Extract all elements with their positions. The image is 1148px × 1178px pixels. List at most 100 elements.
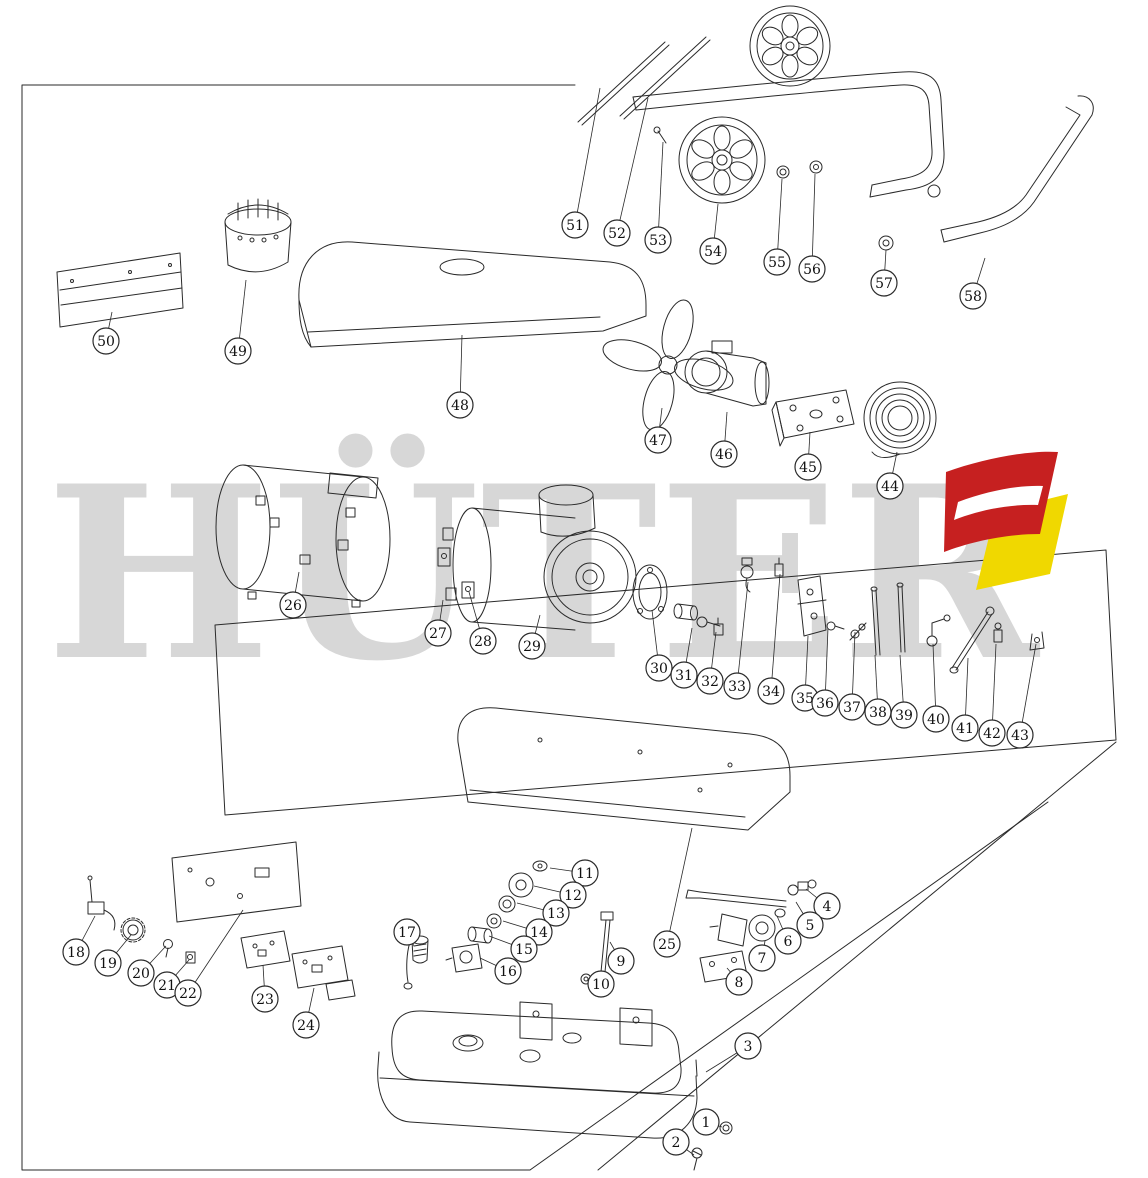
axle-rods	[577, 36, 711, 126]
huter-logo	[944, 451, 1068, 590]
svg-text:46: 46	[715, 447, 733, 463]
rod-39	[896, 582, 906, 653]
svg-text:35: 35	[796, 691, 814, 707]
svg-text:47: 47	[649, 433, 667, 449]
svg-text:23: 23	[256, 992, 274, 1008]
leader-line-25	[666, 827, 693, 945]
fuel-tank	[377, 1001, 698, 1139]
solenoid-pump	[709, 913, 776, 947]
callout-12: 12	[559, 881, 587, 909]
louver-panel	[56, 252, 184, 328]
callout-31: 31	[670, 661, 698, 689]
callout-47: 47	[644, 426, 672, 454]
axle-washers	[776, 160, 823, 179]
control-knob	[120, 917, 146, 943]
callout-50: 50	[92, 327, 120, 355]
leader-line-51	[574, 87, 601, 226]
svg-text:40: 40	[927, 712, 945, 728]
svg-text:4: 4	[823, 899, 832, 915]
fan	[602, 299, 734, 431]
callout-34: 34	[757, 677, 785, 705]
callout-22: 22	[174, 979, 202, 1007]
callout-36: 36	[811, 689, 839, 717]
mount-brackets	[437, 547, 475, 599]
cap-nut	[878, 235, 894, 251]
leader-line-33	[736, 581, 749, 687]
clip-34	[774, 557, 784, 577]
svg-text:25: 25	[658, 937, 676, 953]
svg-text:2: 2	[672, 1135, 681, 1151]
callout-26: 26	[279, 591, 307, 619]
svg-text:56: 56	[803, 262, 821, 278]
svg-text:7: 7	[758, 951, 767, 967]
svg-text:33: 33	[728, 679, 746, 695]
pump-parts-stack	[445, 860, 548, 973]
fuel-pickup-tube	[580, 911, 614, 985]
svg-text:3: 3	[744, 1039, 753, 1055]
svg-text:53: 53	[649, 233, 667, 249]
rod-38	[870, 586, 881, 656]
drain-washer	[719, 1121, 733, 1135]
svg-text:58: 58	[964, 289, 982, 305]
callout-44: 44	[876, 472, 904, 500]
callout-8: 8	[725, 968, 753, 996]
cotter-pin	[653, 126, 667, 144]
svg-text:18: 18	[67, 945, 85, 961]
pcb-small	[240, 930, 291, 969]
callout-53: 53	[644, 226, 672, 254]
combustion-chamber	[442, 484, 637, 631]
svg-text:14: 14	[530, 925, 548, 941]
svg-text:26: 26	[284, 598, 302, 614]
svg-text:55: 55	[768, 255, 786, 271]
callout-37: 37	[838, 693, 866, 721]
callout-46: 46	[710, 440, 738, 468]
svg-text:21: 21	[158, 978, 176, 994]
callout-20: 20	[127, 959, 155, 987]
svg-text:50: 50	[97, 334, 115, 350]
callout-41: 41	[951, 714, 979, 742]
svg-text:54: 54	[704, 244, 722, 260]
photocell	[740, 557, 754, 593]
svg-text:51: 51	[566, 218, 584, 234]
svg-text:38: 38	[869, 705, 887, 721]
leader-line-56	[811, 173, 816, 270]
callout-5: 5	[796, 911, 824, 939]
svg-text:8: 8	[735, 975, 744, 991]
svg-text:29: 29	[523, 639, 541, 655]
fuel-line-41	[949, 606, 995, 674]
svg-text:22: 22	[179, 986, 197, 1002]
line-art	[56, 5, 1094, 1171]
callout-45: 45	[794, 453, 822, 481]
svg-text:9: 9	[617, 954, 626, 970]
callout-55: 55	[763, 248, 791, 276]
svg-text:6: 6	[784, 934, 793, 950]
svg-text:16: 16	[499, 964, 517, 980]
burner-gun	[685, 879, 817, 918]
svg-text:48: 48	[451, 398, 469, 414]
leader-line-42	[991, 643, 997, 734]
callout-25: 25	[653, 930, 681, 958]
callout-27: 27	[424, 619, 452, 647]
leader-line-53	[657, 141, 664, 241]
svg-text:15: 15	[515, 942, 533, 958]
motor-bracket	[771, 389, 855, 447]
gasket-ring	[632, 564, 668, 620]
svg-text:12: 12	[564, 888, 582, 904]
callout-51: 51	[561, 211, 589, 239]
callout-15: 15	[510, 935, 538, 963]
elbow-fitting-40	[926, 614, 951, 647]
callout-52: 52	[603, 219, 631, 247]
callout-21: 21	[153, 971, 181, 999]
burner-crown	[224, 198, 292, 273]
logo-white-slice	[954, 485, 1043, 520]
callout-7: 7	[748, 944, 776, 972]
leader-line-52	[616, 97, 649, 234]
callout-30: 30	[645, 654, 673, 682]
svg-text:57: 57	[875, 276, 893, 292]
callout-10: 10	[587, 970, 615, 998]
wheel-large	[749, 5, 831, 87]
callout-54: 54	[699, 237, 727, 265]
handle-frame	[632, 71, 945, 198]
